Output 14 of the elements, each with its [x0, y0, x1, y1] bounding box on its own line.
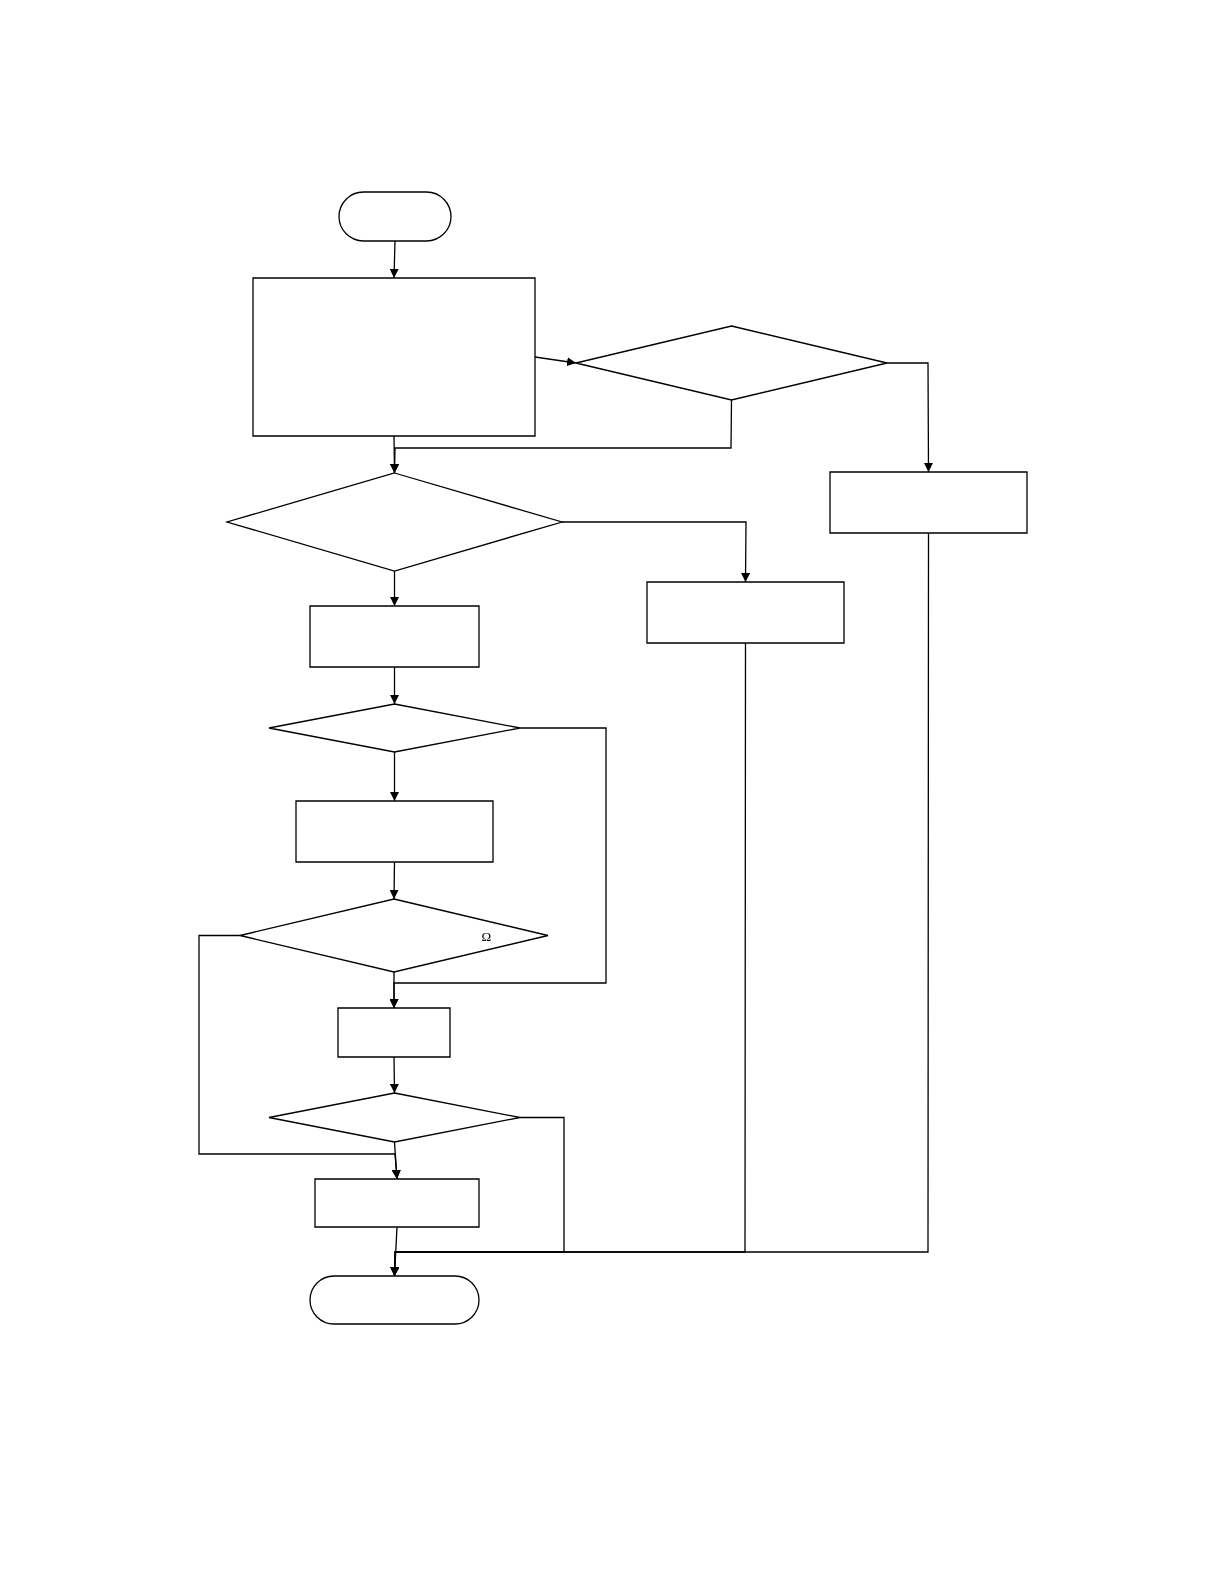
arrow — [390, 666, 399, 705]
symbol-label: Ω — [481, 929, 492, 942]
arrow — [389, 861, 399, 900]
arrow — [390, 570, 399, 607]
arrow — [389, 1056, 399, 1094]
arrow — [390, 532, 930, 1277]
arrow — [534, 356, 577, 367]
arrow — [561, 521, 751, 583]
arrow — [389, 971, 399, 1009]
arrow — [390, 399, 733, 474]
arrow — [886, 362, 933, 473]
arrow — [390, 751, 399, 802]
arrow — [391, 1141, 401, 1180]
arrow — [389, 240, 399, 279]
